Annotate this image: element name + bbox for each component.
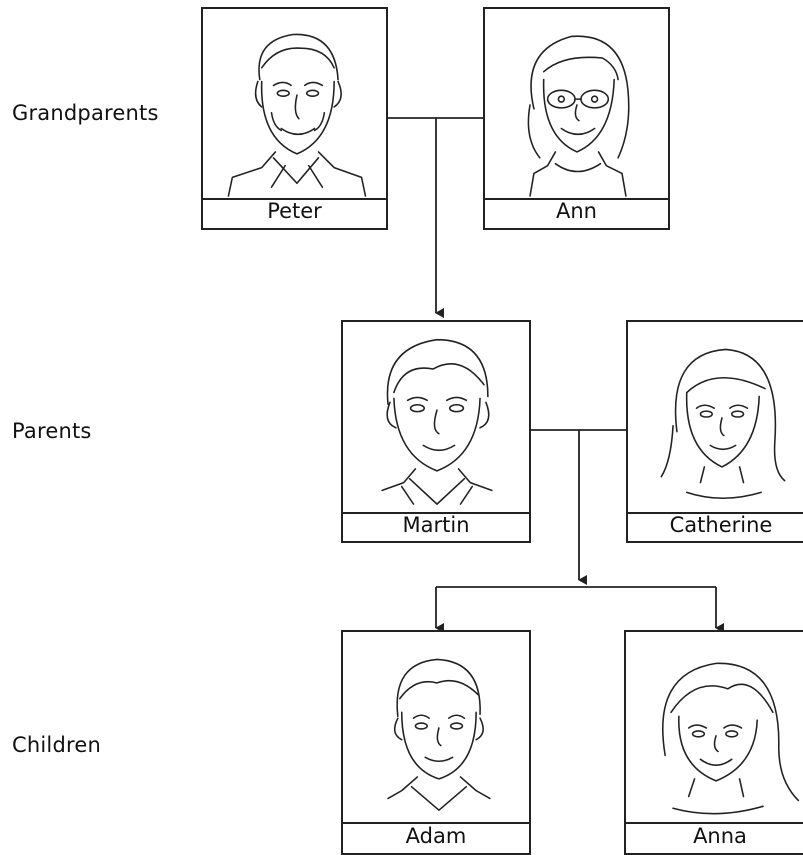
- person-card-ann[interactable]: Ann: [483, 7, 670, 230]
- name-label-anna: Anna: [693, 824, 747, 848]
- portrait-martin: [343, 322, 529, 514]
- person-card-martin[interactable]: Martin: [341, 320, 531, 543]
- name-label-peter: Peter: [267, 199, 322, 223]
- portrait-adam: [343, 632, 529, 824]
- person-card-anna[interactable]: Anna: [624, 630, 803, 855]
- generation-label-grandparents: Grandparents: [12, 101, 159, 125]
- generation-label-children: Children: [12, 733, 101, 757]
- portrait-ann: [485, 9, 668, 200]
- name-label-adam: Adam: [405, 824, 467, 848]
- name-label-martin: Martin: [402, 513, 470, 537]
- name-label-ann: Ann: [556, 199, 597, 223]
- person-card-catherine[interactable]: Catherine: [626, 320, 803, 543]
- portrait-peter: [203, 9, 386, 200]
- generation-label-parents: Parents: [12, 419, 92, 443]
- person-card-adam[interactable]: Adam: [341, 630, 531, 855]
- person-card-peter[interactable]: Peter: [201, 7, 388, 230]
- name-label-catherine: Catherine: [669, 513, 773, 537]
- portrait-anna: [626, 632, 803, 824]
- portrait-catherine: [628, 322, 803, 514]
